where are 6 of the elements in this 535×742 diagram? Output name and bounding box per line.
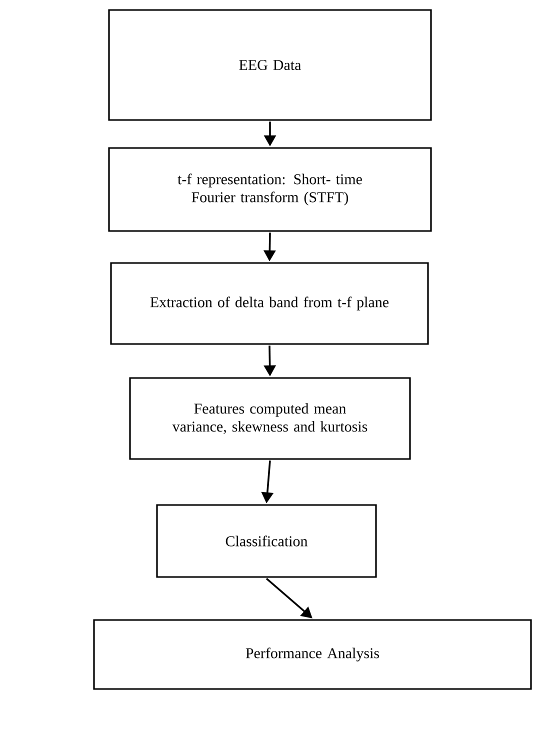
process-box: Features computed mean variance, skewness and kurtosis (129, 377, 411, 460)
process-box: t-f representation: Short- time Fourier transform (STFT) (108, 147, 432, 232)
process-box: Extraction of delta band from t-f plane (110, 262, 429, 345)
process-box: Performance Analysis (93, 619, 532, 690)
process-box: Classification (156, 504, 377, 578)
process-box: EEG Data (108, 9, 432, 121)
